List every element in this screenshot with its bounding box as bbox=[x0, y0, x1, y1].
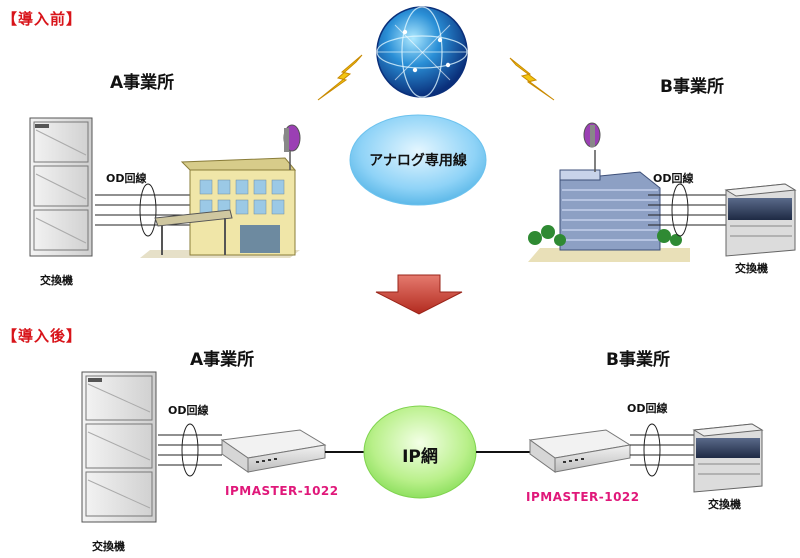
globe-icon bbox=[376, 6, 468, 98]
building-a-icon bbox=[140, 124, 301, 258]
pbx-unit-b-before bbox=[724, 183, 797, 257]
od-line-b-before-label: OD回線 bbox=[653, 172, 694, 185]
od-line-a-before-label: OD回線 bbox=[106, 172, 147, 185]
building-b-icon bbox=[528, 122, 690, 262]
ip-network-label: IP網 bbox=[402, 447, 438, 467]
analog-line-cloud bbox=[349, 114, 487, 206]
ipmaster-b-label: IPMASTER-1022 bbox=[526, 490, 640, 504]
office-b-after-label: B事業所 bbox=[606, 350, 670, 370]
office-b-before-label: B事業所 bbox=[660, 77, 724, 97]
office-a-before-label: A事業所 bbox=[110, 73, 175, 93]
pbx-a-before-label: 交換機 bbox=[40, 274, 73, 287]
od-line-b-after bbox=[630, 423, 694, 477]
lightning-right-icon bbox=[509, 57, 555, 101]
pbx-b-before-label: 交換機 bbox=[735, 262, 768, 275]
od-line-a-before bbox=[95, 183, 198, 237]
office-a-after-label: A事業所 bbox=[190, 350, 255, 370]
before-heading: 【導入前】 bbox=[2, 10, 83, 28]
od-line-b-after-label: OD回線 bbox=[627, 402, 668, 415]
analog-line-label: アナログ専用線 bbox=[369, 153, 467, 169]
od-line-a-after bbox=[158, 423, 222, 477]
lightning-left-icon bbox=[317, 54, 363, 101]
od-line-b-before bbox=[648, 183, 726, 237]
after-heading: 【導入後】 bbox=[2, 327, 83, 345]
ipmaster-device-a bbox=[220, 429, 327, 473]
pbx-cabinet-a-before bbox=[29, 117, 93, 257]
pbx-a-after-label: 交換機 bbox=[92, 540, 125, 553]
ipmaster-device-b bbox=[528, 429, 632, 473]
transition-arrow bbox=[375, 274, 463, 315]
pbx-cabinet-a-after bbox=[81, 371, 157, 523]
od-line-a-after-label: OD回線 bbox=[168, 404, 209, 417]
ipmaster-a-label: IPMASTER-1022 bbox=[225, 484, 339, 498]
pbx-unit-b-after bbox=[692, 423, 764, 493]
pbx-b-after-label: 交換機 bbox=[708, 498, 741, 511]
